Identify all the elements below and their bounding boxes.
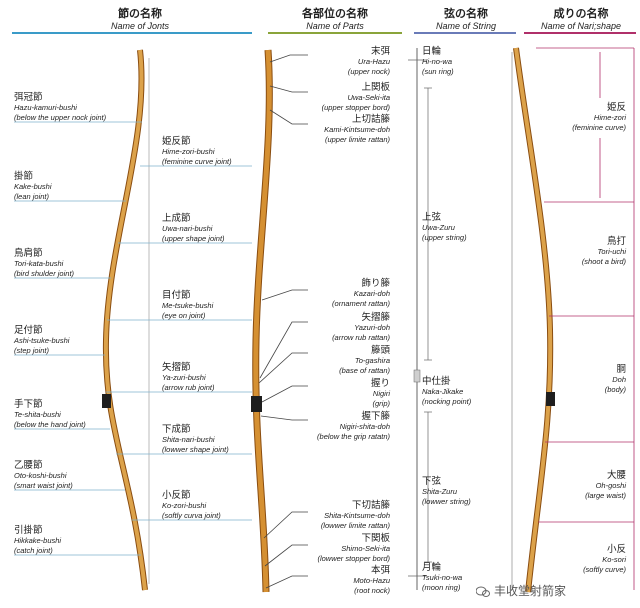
joint-label-tori-kata: 鳥肩節 Tori-kata-bushi (bird shulder joint) bbox=[14, 248, 75, 278]
left-bow bbox=[102, 49, 150, 591]
shape-label-oh-goshi: 大腰 Oh-goshi (large waist) bbox=[585, 470, 626, 500]
string-label-uwa-zuru: 上弦 Uwa-Zuru (upper string) bbox=[422, 212, 467, 242]
part-leaders bbox=[258, 54, 308, 589]
joint-label-hime-zori: 姫反節 Hime-zori-bushi (feminine curve join… bbox=[162, 136, 232, 166]
center-bow bbox=[251, 49, 273, 593]
part-label-kami-kintsume: 上切詰籐 Kami-Kintsume-doh (upper limite rat… bbox=[324, 114, 390, 144]
string-header-en: Name of String bbox=[435, 21, 497, 31]
center-bow-grip bbox=[251, 396, 262, 412]
part-label-yazuri-doh: 矢摺籐 Yazuri-doh (arrow rub rattan) bbox=[332, 312, 390, 342]
part-label-nigiri-shita-doh: 握下籐 Nigiri-shita-doh (below the grip rat… bbox=[317, 411, 390, 441]
part-label-uwa-seki-ita: 上関板 Uwa-Seki-ita (upper stopper bord) bbox=[321, 82, 390, 112]
right-bow bbox=[511, 47, 555, 593]
watermark: 丰收堂射箭家 bbox=[476, 582, 566, 599]
string-rule bbox=[414, 32, 516, 34]
watermark-text: 丰收堂射箭家 bbox=[494, 584, 567, 598]
joint-leaders-right bbox=[106, 165, 252, 521]
joint-label-hazu-kamuri: 弭冠節 Hazu-kamuri-bushi (below the upper n… bbox=[14, 92, 107, 122]
joints-header: 節の名称 Name of Jonts bbox=[80, 8, 200, 32]
shape-label-doh: 胴 Doh (body) bbox=[604, 364, 626, 394]
joint-label-te-shita: 手下節 Te-shita-bushi (below the hand joint… bbox=[14, 399, 86, 429]
joint-label-uwa-nari: 上成節 Uwa-nari-bushi (upper shape joint) bbox=[162, 213, 225, 243]
string-label-naka-jikake: 中仕掛 Naka-Jikake (nocking point) bbox=[422, 376, 472, 406]
joint-leaders-left bbox=[14, 121, 142, 556]
part-label-shita-kintsume: 下切詰籐 Shita-Kintsume-doh (lowwer limite r… bbox=[320, 500, 390, 530]
part-label-kazari-doh: 飾り籐 Kazari-doh (ornament rattan) bbox=[332, 278, 390, 308]
joint-label-ya-zuri: 矢摺節 Ya-zuri-bushi (arrow rub joint) bbox=[162, 362, 215, 392]
parts-header-en: Name of Parts bbox=[306, 21, 364, 31]
joint-label-shita-nari: 下成節 Shita-nari-bushi (lowwer shape joint… bbox=[162, 424, 229, 454]
left-bow-grip bbox=[102, 394, 111, 408]
joint-label-ko-zori: 小反節 Ko-zori-bushi (softly curva joint) bbox=[162, 490, 221, 520]
joints-header-jp: 節の名称 bbox=[118, 8, 162, 20]
string-header: 弦の名称 Name of String bbox=[418, 8, 514, 32]
shape-label-ko-sori: 小反 Ko-sori (softly curve) bbox=[583, 544, 626, 574]
right-bow-grip bbox=[546, 392, 555, 406]
string-label-tsuki-no-wa: 月輪 Tsuki-no-wa (moon ring) bbox=[422, 562, 463, 592]
joint-label-me-tsuke: 目付節 Me-tsuke-bushi (eye on joint) bbox=[162, 290, 214, 320]
shape-rule bbox=[524, 32, 636, 34]
string-label-hi-no-wa: 日輪 Hi-no-wa (sun ring) bbox=[422, 46, 454, 76]
shape-label-hime-zori: 姫反 Hime-zori (feminine curve) bbox=[572, 102, 626, 132]
string-label-shita-zuru: 下弦 Shita-Zuru (lowwer string) bbox=[422, 476, 471, 506]
part-label-nigiri: 握り Nigiri (grip) bbox=[370, 378, 390, 408]
string-graphic bbox=[408, 48, 432, 590]
joint-label-hikkake: 引掛節 Hikkake-bushi (catch joint) bbox=[14, 525, 62, 555]
parts-header: 各部位の名称 Name of Parts bbox=[270, 8, 400, 32]
part-label-shimo-seki-ita: 下関板 Shimo-Seki-ita (lowwer stopper bord) bbox=[317, 533, 390, 563]
joints-rule bbox=[12, 32, 252, 34]
string-header-jp: 弦の名称 bbox=[444, 8, 488, 20]
part-label-moto-hazu: 本弭 Moto-Hazu (root nock) bbox=[353, 565, 390, 595]
shape-header-jp: 成りの名称 bbox=[553, 8, 609, 20]
joint-label-oto-koshi: 乙腰節 Oto-koshi-bushi (smart waist joint) bbox=[14, 460, 73, 490]
joints-header-en: Name of Jonts bbox=[110, 21, 170, 31]
parts-header-jp: 各部位の名称 bbox=[302, 8, 368, 20]
shape-header: 成りの名称 Name of Nari;shape bbox=[526, 8, 636, 32]
shape-header-en: Name of Nari;shape bbox=[540, 21, 622, 31]
joint-label-ashi-tsuke: 足付節 Ashi-tsuke-bushi (step joint) bbox=[14, 325, 70, 355]
joint-label-kake: 掛節 Kake-bushi (lean joint) bbox=[14, 171, 52, 201]
part-label-to-gashira: 籐頭 To-gashira (base of rattan) bbox=[339, 345, 390, 375]
shape-dividers bbox=[536, 47, 635, 590]
part-label-ura-hazu: 末弭 Ura-Hazu (upper nock) bbox=[347, 46, 390, 76]
shape-label-tori-uchi: 鳥打 Tori-uchi (shoot a bird) bbox=[581, 236, 626, 266]
chat-bubble-icon bbox=[476, 586, 490, 597]
parts-rule bbox=[268, 32, 402, 34]
